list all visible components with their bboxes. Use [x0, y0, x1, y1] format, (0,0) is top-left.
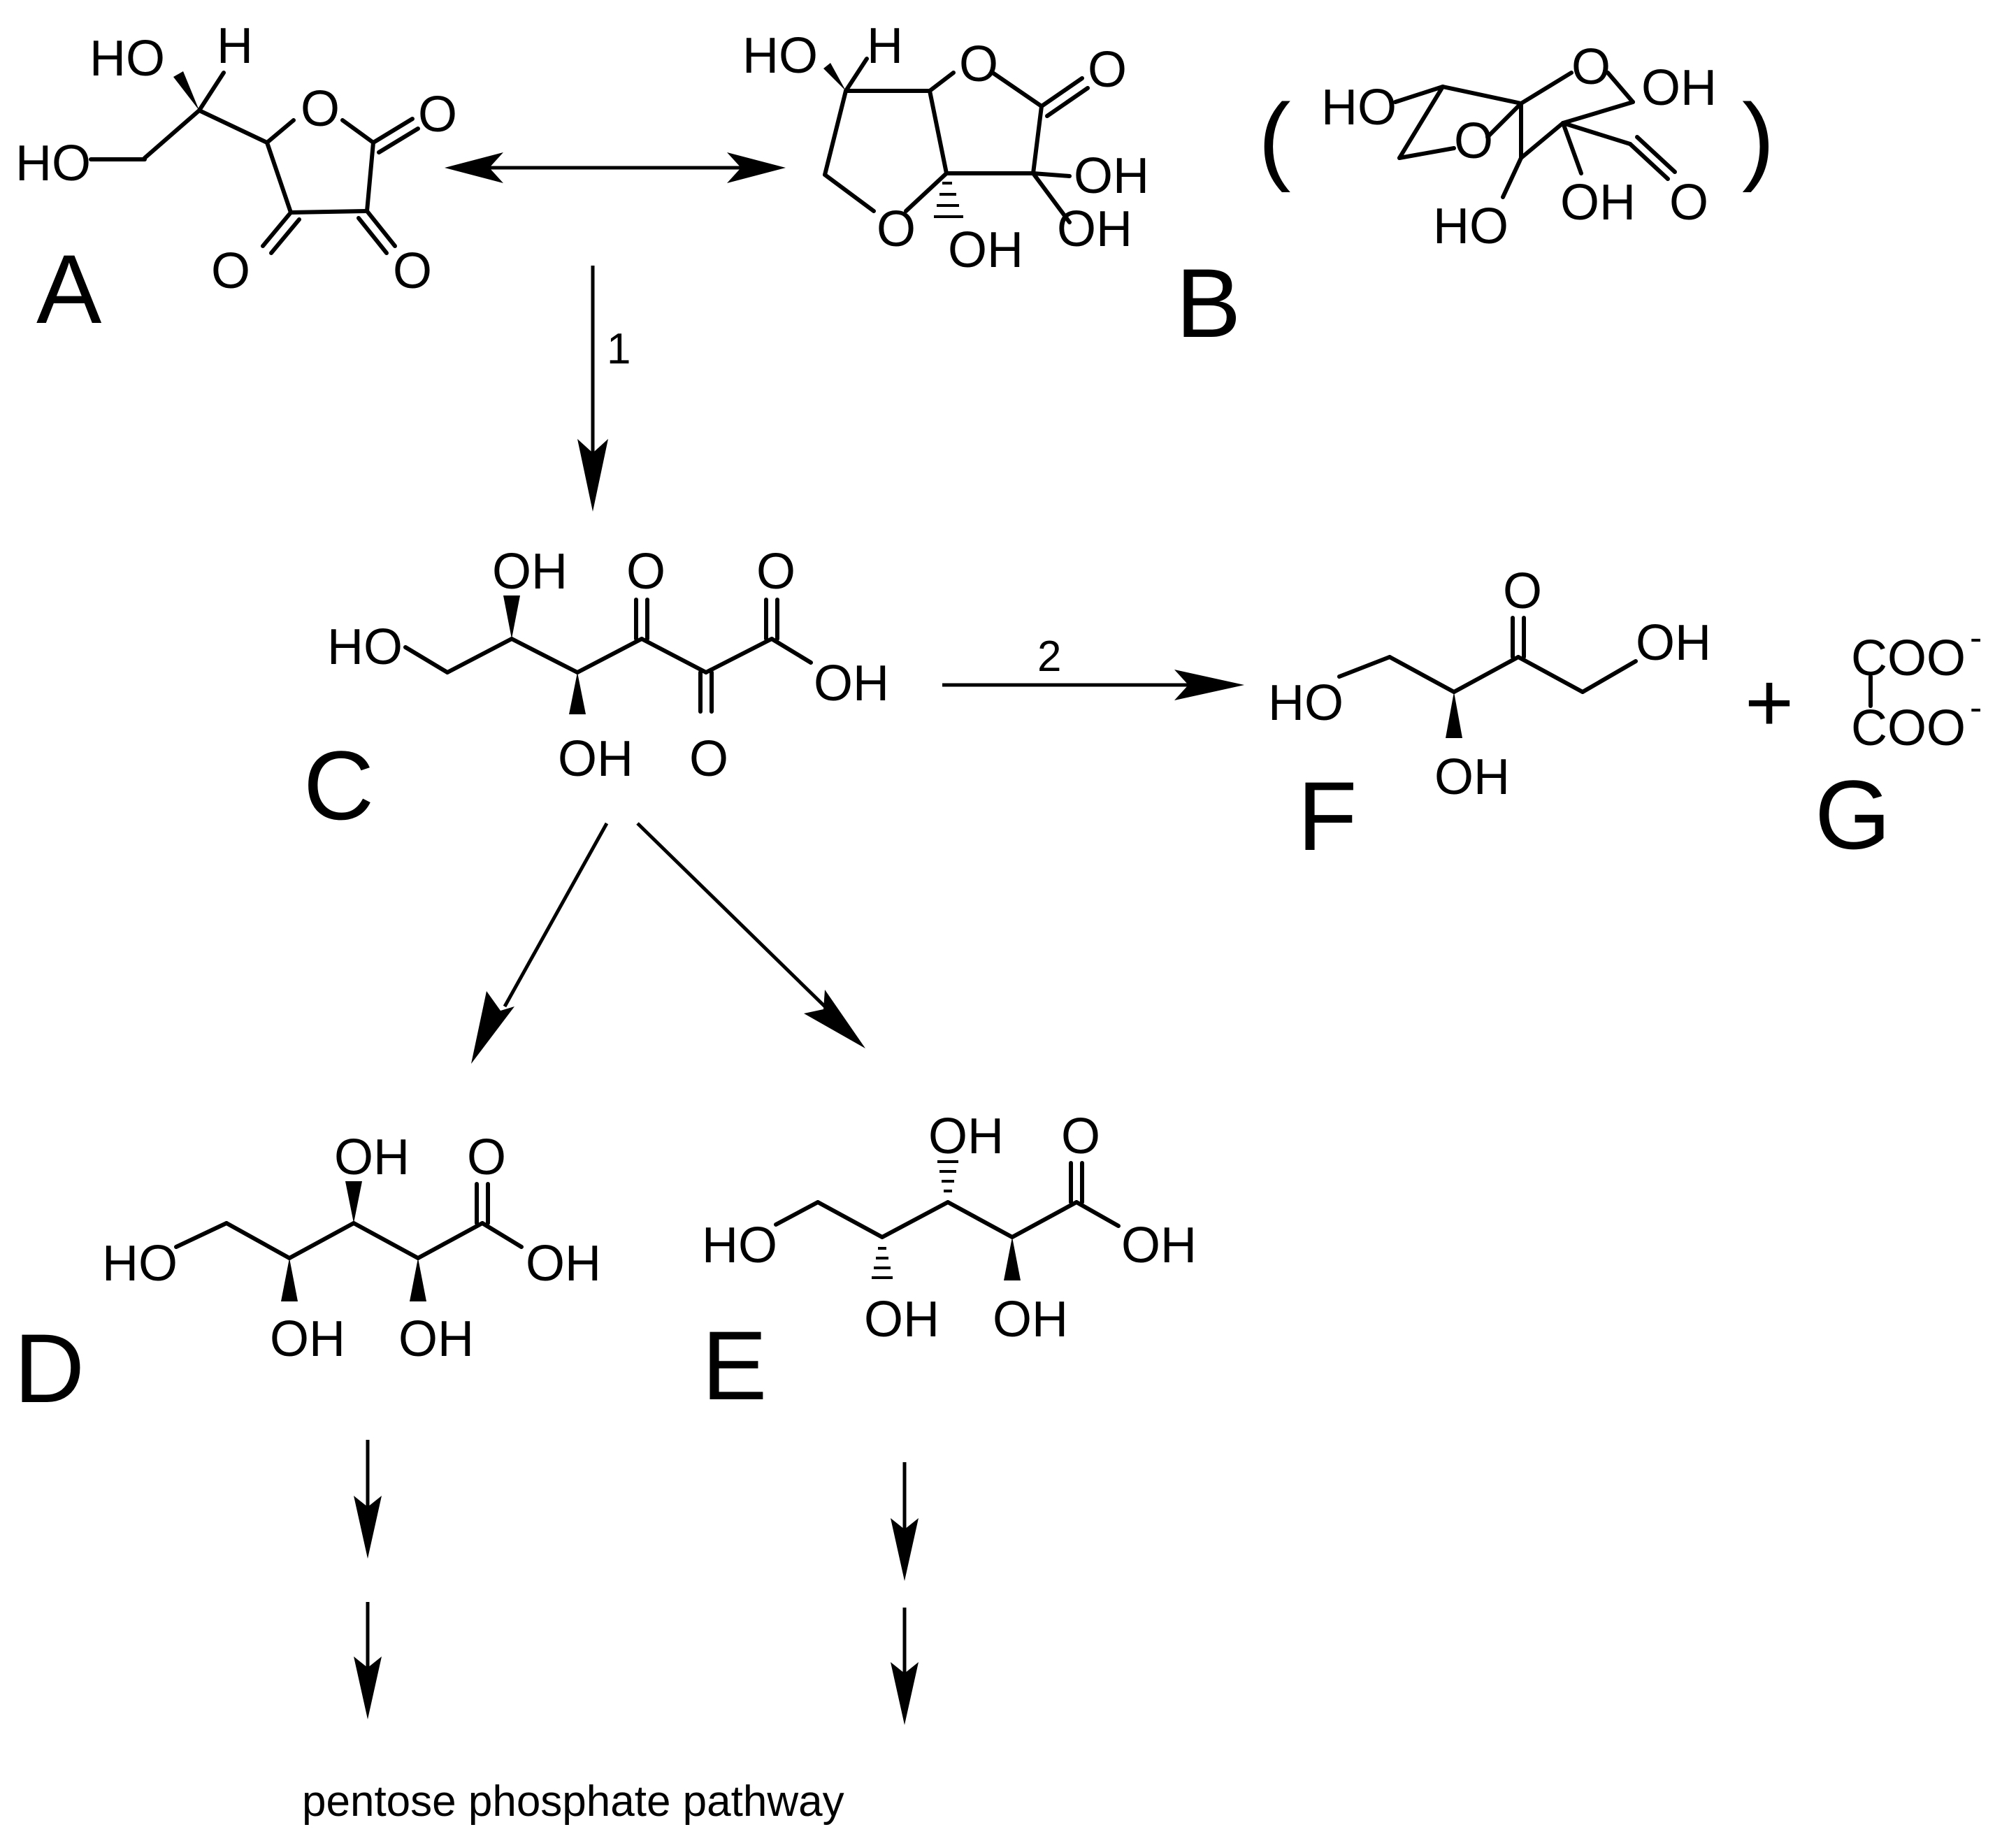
compound-b: HO H O O OH OH O OH B [742, 18, 1241, 358]
b-h-atom: H [867, 18, 903, 74]
compound-e-label: E [702, 1311, 767, 1420]
b-oh-1: OH [1074, 148, 1149, 204]
reaction-arrow-1: 1 [577, 266, 631, 512]
balt-ho-2: HO [1433, 198, 1508, 254]
e-oh-4: OH [993, 1292, 1068, 1348]
compound-d: OH O HO OH OH OH D [14, 1129, 601, 1423]
balt-ho-1: HO [1321, 80, 1397, 136]
c-oh-3: OH [558, 731, 633, 787]
e-acid-oh: OH [1121, 1218, 1197, 1273]
arrow-c-to-e [636, 822, 865, 1048]
compound-a: HO H HO O O O O A [15, 18, 457, 344]
plus-sign: + [1745, 656, 1794, 749]
a-ring-oxygen: O [301, 81, 340, 137]
g-charge-1: - [1970, 618, 1982, 658]
f-ho-1: HO [1268, 675, 1344, 731]
compound-f: O OH HO OH F [1268, 563, 1711, 871]
arrow-c-to-d [471, 822, 609, 1064]
compound-g-label: G [1815, 760, 1891, 869]
balt-oxygen-1: O [1571, 39, 1611, 95]
b-ring-oxygen-1: O [959, 36, 998, 92]
c-ho-1: HO [327, 619, 403, 675]
c-oh-1: OH [492, 544, 568, 600]
c-keto-oxygen-1: O [626, 544, 665, 600]
step-1-label: 1 [607, 325, 631, 373]
b-exo-oxygen: O [1088, 42, 1127, 98]
a-exo-oxygen: O [418, 87, 457, 143]
b-ring-oxygen-2: O [877, 201, 916, 257]
e-oh-3: OH [864, 1292, 939, 1348]
e-ho-1: HO [702, 1218, 777, 1273]
d-oh-3: OH [270, 1311, 345, 1367]
compound-g: COO - COO - G [1815, 618, 1982, 869]
a-keto-oxygen-2: O [393, 243, 432, 299]
open-parenthesis: ( [1258, 83, 1291, 193]
balt-oh-1: OH [1641, 60, 1717, 116]
d-acid-oxygen: O [467, 1129, 506, 1185]
balt-oxygen-3: O [1669, 175, 1708, 231]
a-h-atom: H [217, 18, 253, 74]
arrows-below-e [891, 1462, 919, 1725]
d-ho-1: HO [102, 1236, 178, 1292]
d-oh-4: OH [398, 1311, 474, 1367]
compound-f-label: F [1297, 761, 1358, 871]
close-parenthesis: ) [1742, 83, 1775, 193]
f-oh-2: OH [1434, 749, 1510, 805]
balt-oh-2: OH [1560, 175, 1636, 231]
a-ho2-atom: HO [15, 136, 91, 192]
compound-d-label: D [14, 1313, 85, 1423]
a-keto-oxygen-1: O [211, 243, 250, 299]
compound-c: OH O O HO OH OH O C [303, 544, 889, 840]
compound-e: OH O HO OH OH OH E [702, 1109, 1197, 1420]
d-oh-1: OH [334, 1129, 410, 1185]
g-charge-2: - [1970, 688, 1982, 728]
c-acid-oh: OH [814, 656, 889, 712]
arrows-below-d [354, 1440, 382, 1719]
c-acid-oxygen: O [756, 544, 795, 600]
e-oh-1: OH [928, 1109, 1004, 1164]
b-oh-2: OH [1057, 201, 1132, 257]
pathway-caption: pentose phosphate pathway [302, 1777, 844, 1826]
compound-b-label: B [1176, 248, 1241, 358]
c-keto-oxygen-2: O [689, 731, 728, 787]
f-oh-1: OH [1636, 615, 1711, 671]
compound-a-label: A [36, 234, 102, 344]
reaction-arrow-2: 2 [942, 633, 1244, 700]
e-acid-oxygen: O [1061, 1109, 1100, 1164]
b-oh-3: OH [948, 222, 1023, 278]
f-keto-oxygen: O [1503, 563, 1542, 619]
step-2-label: 2 [1037, 633, 1061, 681]
balt-oxygen-2: O [1454, 113, 1493, 169]
g-carboxylate-2: COO [1851, 700, 1966, 756]
g-carboxylate-1: COO [1851, 630, 1966, 686]
a-ho-atom: HO [89, 31, 165, 87]
compound-b-alt: ( ) HO O OH O HO OH O [1258, 39, 1775, 254]
compound-c-label: C [303, 730, 374, 840]
b-ho-atom: HO [742, 28, 818, 84]
d-acid-oh: OH [526, 1236, 601, 1292]
equilibrium-arrow [445, 152, 786, 183]
